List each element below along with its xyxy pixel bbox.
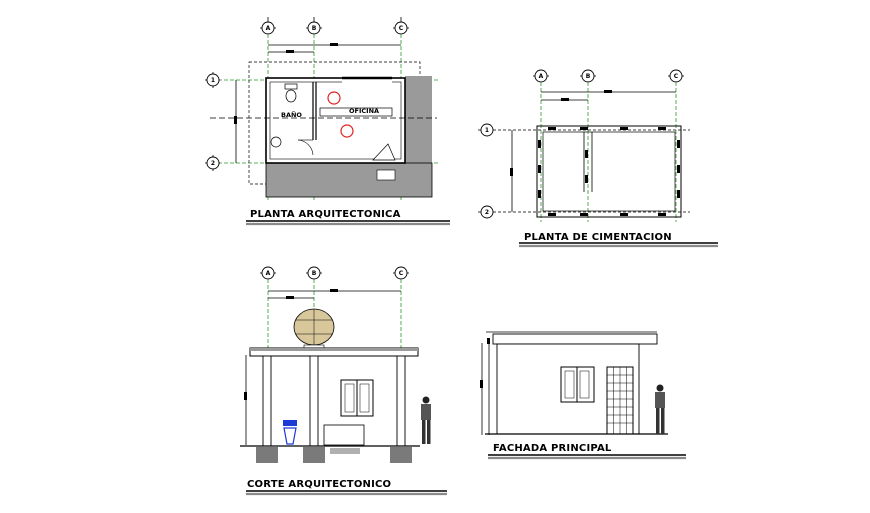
title-planta-cimentacion: PLANTA DE CIMENTACION xyxy=(524,232,672,243)
svg-text:2: 2 xyxy=(485,209,489,216)
axis-bubble-b-plan: B xyxy=(306,17,322,35)
axis-bubble-2-foundation: 2 xyxy=(478,205,690,219)
section-columns xyxy=(262,355,406,447)
door-grille xyxy=(606,366,634,435)
svg-text:C: C xyxy=(674,73,679,80)
room-label-bath: BAÑO xyxy=(281,110,302,119)
axis-bubble-c-section: C xyxy=(393,266,409,280)
planta-arquitectonica: A B C 1 xyxy=(205,17,450,226)
svg-text:1: 1 xyxy=(485,127,489,134)
foundation-rebar-marks xyxy=(538,127,680,216)
axis-label-2: 2 xyxy=(211,160,215,167)
title-corte-arquitectonico: CORTE ARQUITECTONICO xyxy=(247,479,391,490)
fachada-principal: FACHADA PRINCIPAL xyxy=(480,331,686,460)
corte-arquitectonico: A B C xyxy=(240,266,447,496)
axis-bubble-c-foundation: C xyxy=(668,69,684,83)
svg-text:A: A xyxy=(266,270,271,277)
person-scale-figure-section xyxy=(421,396,431,444)
person-scale-figure-facade xyxy=(655,384,665,434)
toilet-icon xyxy=(284,83,298,103)
axis-bubble-b-foundation: B xyxy=(580,69,596,83)
axis-bubble-c-plan: C xyxy=(393,17,409,35)
axis-label-c: C xyxy=(399,25,404,32)
axis-label-a: A xyxy=(266,25,271,32)
axis-label-1: 1 xyxy=(211,77,215,84)
svg-text:B: B xyxy=(312,270,317,277)
axis-bubble-a-plan: A xyxy=(260,17,276,35)
axis-bubble-a-section: A xyxy=(260,266,276,280)
water-tank-icon xyxy=(293,308,335,350)
sink-icon xyxy=(270,136,282,148)
axis-bubble-1-plan: 1 xyxy=(205,72,220,88)
title-planta-arquitectonica: PLANTA ARQUITECTONICA xyxy=(250,209,401,220)
svg-text:C: C xyxy=(399,270,404,277)
axis-bubble-2-plan: 2 xyxy=(205,155,220,171)
title-fachada-principal: FACHADA PRINCIPAL xyxy=(493,443,612,454)
planta-cimentacion: A B C 1 2 xyxy=(478,69,718,248)
svg-text:B: B xyxy=(586,73,591,80)
axis-bubble-b-section: B xyxy=(306,266,322,280)
footings xyxy=(256,447,412,463)
chair-icon xyxy=(327,91,354,138)
toilet-section-icon xyxy=(283,420,297,445)
room-label-office: OFICINA xyxy=(349,107,379,115)
svg-text:A: A xyxy=(539,73,544,80)
axis-label-b: B xyxy=(312,25,317,32)
axis-bubble-a-foundation: A xyxy=(533,69,549,83)
